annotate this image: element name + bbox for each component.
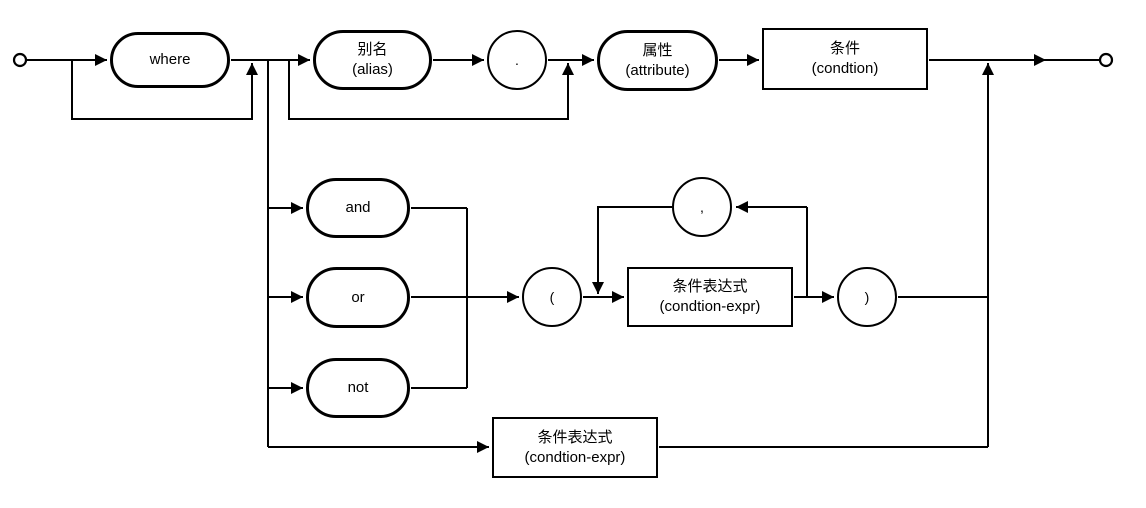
node-condition-expr-bottom-label-en: (condtion-expr)	[524, 448, 626, 466]
node-not: not	[306, 358, 410, 418]
node-alias-label-zh: 别名	[357, 41, 388, 58]
node-attribute-label-zh: 属性	[642, 41, 673, 59]
wire-where-skip-loop	[71, 60, 258, 120]
node-or: or	[306, 267, 410, 328]
wire-comma-loop-left	[592, 206, 672, 294]
end-terminal	[1098, 52, 1114, 68]
node-alias-label-en: (alias)	[352, 61, 393, 78]
node-not-label: not	[347, 379, 369, 396]
node-comma-label: ,	[700, 199, 704, 215]
node-where-label: where	[149, 51, 191, 68]
node-condition-expr-bottom-label-zh: 条件表达式	[537, 428, 613, 446]
node-dot-label: .	[515, 52, 519, 68]
node-attribute-label-en: (attribute)	[625, 61, 690, 79]
node-dot: .	[487, 30, 547, 90]
node-alias: 别名 (alias)	[313, 30, 432, 90]
start-terminal	[12, 52, 28, 68]
node-condition: 条件 (condtion)	[762, 28, 928, 90]
node-open-paren-label: (	[549, 289, 555, 305]
node-condition-expr-label-zh: 条件表达式	[672, 278, 748, 295]
node-condition-expr: 条件表达式 (condtion-expr)	[627, 267, 793, 327]
node-condition-expr-bottom: 条件表达式 (condtion-expr)	[492, 417, 658, 478]
node-where: where	[110, 32, 230, 88]
node-comma: ,	[672, 177, 732, 237]
node-or-label: or	[351, 288, 365, 306]
node-and-label: and	[345, 199, 371, 216]
node-close-paren: )	[837, 267, 897, 327]
wire-alias-dot-skip-loop	[288, 60, 574, 120]
node-condition-label-zh: 条件	[829, 40, 860, 57]
node-close-paren-label: )	[864, 289, 870, 305]
node-open-paren: (	[522, 267, 582, 327]
node-and: and	[306, 178, 410, 238]
node-condition-expr-label-en: (condtion-expr)	[659, 298, 761, 315]
node-attribute: 属性 (attribute)	[597, 30, 718, 91]
node-condition-label-en: (condtion)	[811, 60, 879, 77]
